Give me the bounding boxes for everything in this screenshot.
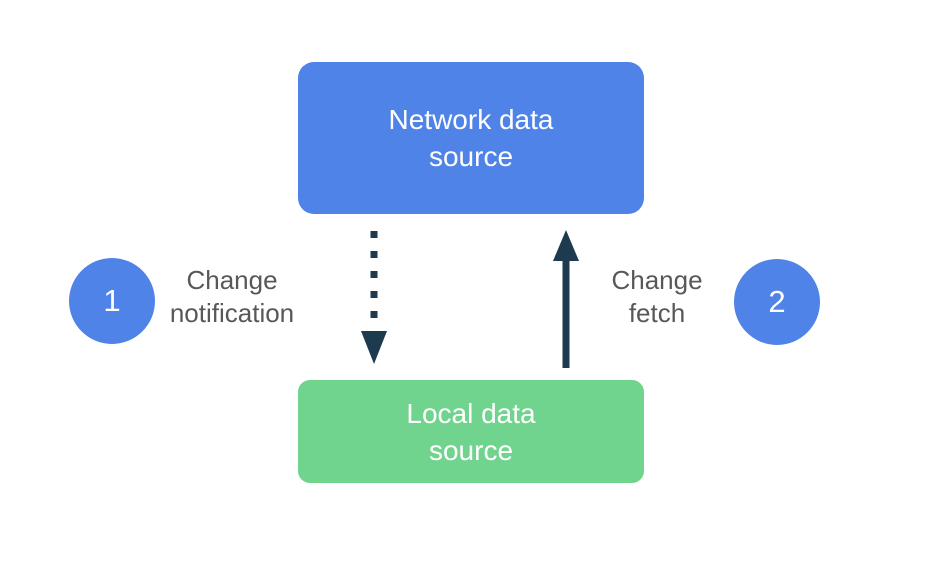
step-label-1-line1: Change [186,265,278,295]
node-local-label-line1: Local data [406,397,536,429]
node-local-label: Local data source [406,395,535,469]
step-badge-2-number: 2 [768,284,786,319]
step-label-2-line1: Change [611,265,703,295]
node-local-data-source: Local data source [298,380,644,483]
step-label-change-notification: Change notification [102,264,362,330]
change-fetch-solid-up-arrow-icon [553,230,579,368]
node-network-label: Network data source [389,101,554,175]
node-network-data-source: Network data source [298,62,644,214]
step-badge-1-number: 1 [103,283,121,318]
step-badge-2: 2 [734,259,820,345]
step-label-1-line2: notification [169,298,295,328]
step-badge-1: 1 [69,258,155,344]
step-label-change-fetch: Change fetch [527,264,787,330]
step-label-2-line2: fetch [628,298,686,328]
dotted-arrow-head [361,331,387,364]
solid-arrow-head [553,230,579,261]
node-network-label-line1: Network data [388,104,554,135]
node-network-label-line2: source [428,141,514,172]
node-local-label-line2: source [428,434,514,466]
change-notification-dotted-down-arrow-icon [361,231,387,364]
